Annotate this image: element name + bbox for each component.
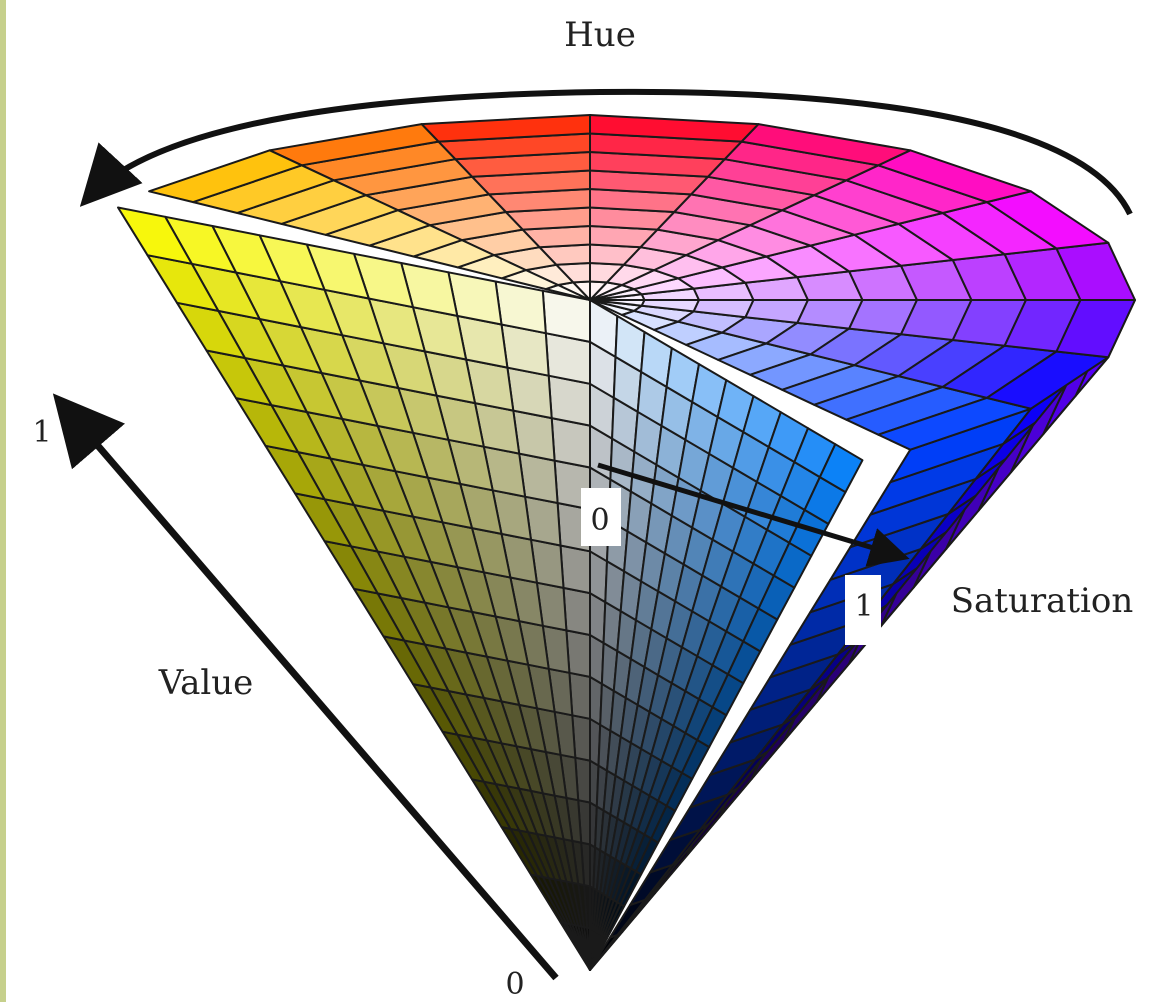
value-bottom-label: 0: [505, 967, 524, 1002]
cut-face-cell: [818, 443, 864, 494]
cone-cutaway-faces: [117, 206, 864, 971]
value-arrow: [52, 393, 559, 981]
cone-top-disk: [148, 114, 1136, 451]
hue-arrow: [79, 88, 1133, 216]
cut-face-cell: [562, 586, 591, 636]
saturation-end-label-box: [845, 575, 881, 645]
saturation-start-label: 0: [590, 503, 609, 538]
saturation-arrow: [597, 462, 910, 567]
value-top-label: 1: [32, 415, 51, 450]
top-disk-cell: [148, 149, 303, 204]
value-label: Value: [158, 663, 254, 703]
cut-face-cell: [117, 206, 193, 265]
saturation-end-label: 1: [854, 589, 873, 624]
left-frame-line: [0, 0, 6, 1002]
cut-face-cell: [494, 280, 547, 335]
saturation-start-label-box: [581, 488, 621, 546]
hue-label: Hue: [564, 15, 636, 55]
saturation-label: Saturation: [951, 581, 1134, 621]
top-disk-cell: [1055, 299, 1136, 359]
cut-face-cell: [559, 544, 591, 595]
cut-face-cell: [550, 417, 591, 469]
